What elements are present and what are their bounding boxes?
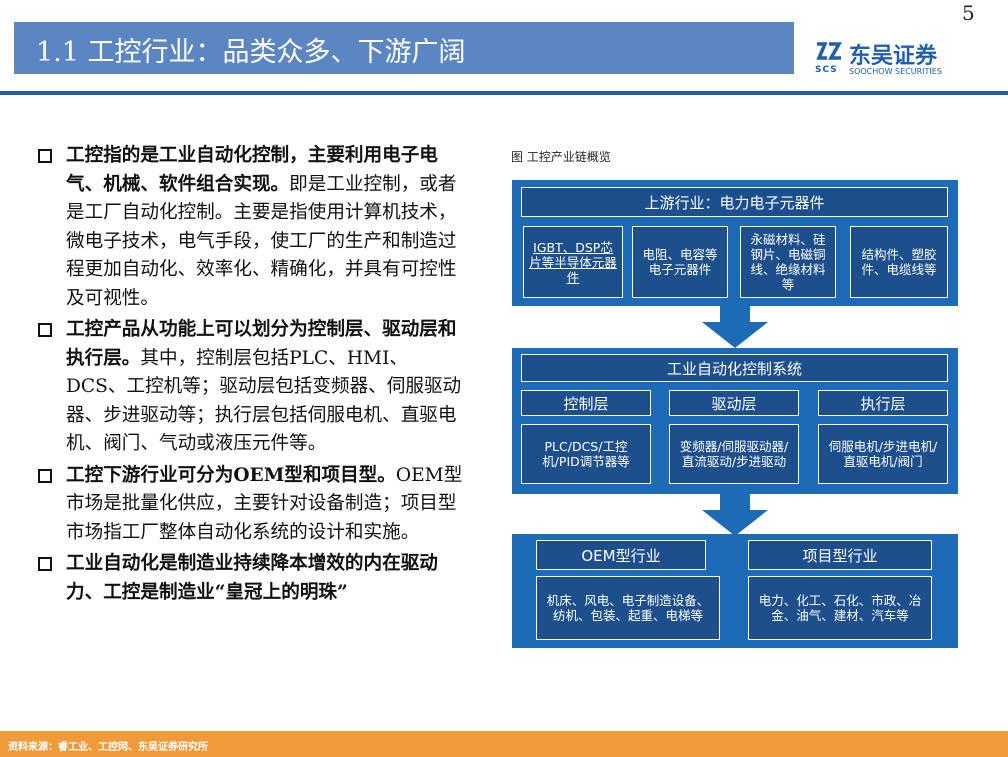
upstream-item: IGBT、DSP芯片等半导体元器件 xyxy=(523,226,623,298)
footer-bar: 资料来源：睿工业、工控网、东吴证券研究所 xyxy=(0,731,1008,757)
layer-label: 驱动层 xyxy=(669,390,799,416)
middle-panel: 工业自动化控制系统 控制层 驱动层 执行层 PLC/DCS/工控机/PID调节器… xyxy=(512,348,958,494)
downstream-item: 电力、化工、石化、市政、冶金、油气、建材、汽车等 xyxy=(748,576,932,640)
title-bar: 1.1 工控行业：品类众多、下游广阔 xyxy=(14,22,794,74)
middle-item: 伺服电机/步进电机/直驱电机/阀门 xyxy=(818,424,948,484)
square-bullet-icon xyxy=(38,557,52,571)
logo-mark-icon xyxy=(816,42,843,60)
figure-caption: 图 工控产业链概览 xyxy=(511,150,611,164)
logo-english-name: SOOCHOW SECURITIES xyxy=(849,67,942,76)
square-bullet-icon xyxy=(38,468,52,483)
bullet-bold-text: 工控指的是工业自动化控制，主要利用电子电气、机械、软件组合实现。 xyxy=(66,145,438,195)
downstream-type: 项目型行业 xyxy=(748,540,932,570)
company-logo: SCS 东吴证券 SOOCHOW SECURITIES xyxy=(813,38,973,84)
layer-label: 执行层 xyxy=(818,390,948,416)
bullet-text: 其中，控制层包括PLC、HMI、DCS、工控机等；驱动层包括变频器、伺服驱动器、… xyxy=(66,347,462,455)
upstream-title: 上游行业：电力电子元器件 xyxy=(521,187,948,217)
upstream-item: 永磁材料、硅钢片、电磁铜线、绝缘材料等 xyxy=(740,226,836,298)
bullet-item: 工控指的是工业自动化控制，主要利用电子电气、机械、软件组合实现。即是工业控制，或… xyxy=(38,142,466,313)
bullet-item: 工控产品从功能上可以划分为控制层、驱动层和执行层。其中，控制层包括PLC、HMI… xyxy=(38,316,466,459)
logo-abbr: SCS xyxy=(815,65,838,75)
layer-label: 控制层 xyxy=(521,390,651,416)
square-bullet-icon xyxy=(38,323,52,337)
bullet-text: 即是工业控制，或者是工厂自动化控制。主要是指使用计算机技术，微电子技术，电气手段… xyxy=(66,173,457,309)
bullet-item: 工业自动化是制造业持续降本增效的内在驱动力、工控是制造业“皇冠上的明珠” xyxy=(38,550,466,607)
upstream-panel: 上游行业：电力电子元器件 IGBT、DSP芯片等半导体元器件 电阻、电容等电子元… xyxy=(512,180,958,306)
middle-item: 变频器/伺服驱动器/直流驱动/步进驱动 xyxy=(669,424,799,484)
down-arrow-icon xyxy=(702,494,768,536)
middle-item: PLC/DCS/工控机/PID调节器等 xyxy=(521,424,651,484)
bullet-bold-text: 工控下游行业可分为OEM型和项目型。 xyxy=(66,464,396,486)
bullet-bold-text: 工业自动化是制造业持续降本增效的内在驱动力、工控是制造业“皇冠上的明珠” xyxy=(66,553,438,603)
bullet-text: OEM型市场是批量化供应，主要针对设备制造；项目型市场指工厂整体自动化系统的设计… xyxy=(66,464,463,543)
upstream-item: 电阻、电容等电子元器件 xyxy=(632,226,728,298)
downstream-panel: OEM型行业 项目型行业 机床、风电、电子制造设备、纺机、包装、起重、电梯等 电… xyxy=(512,534,958,648)
logo-chinese-name: 东吴证券 xyxy=(849,44,938,69)
bullet-list: 工控指的是工业自动化控制，主要利用电子电气、机械、软件组合实现。即是工业控制，或… xyxy=(38,142,466,610)
square-bullet-icon xyxy=(38,149,52,163)
middle-title: 工业自动化控制系统 xyxy=(521,354,948,382)
bullet-bold-text: 工控产品从功能上可以划分为控制层、驱动层和执行层。 xyxy=(66,319,457,369)
down-arrow-icon xyxy=(702,306,768,348)
page-number: 5 xyxy=(962,1,975,25)
downstream-item: 机床、风电、电子制造设备、纺机、包装、起重、电梯等 xyxy=(536,576,720,640)
downstream-type: OEM型行业 xyxy=(536,540,706,570)
page-title: 1.1 工控行业：品类众多、下游广阔 xyxy=(36,37,466,68)
source-note: 资料来源：睿工业、工控网、东吴证券研究所 xyxy=(8,742,208,753)
upstream-item: 结构件、塑胶件、电缆线等 xyxy=(850,226,948,298)
header-divider xyxy=(0,91,1008,95)
bullet-item: 工控下游行业可分为OEM型和项目型。OEM型市场是批量化供应，主要针对设备制造；… xyxy=(38,462,466,548)
